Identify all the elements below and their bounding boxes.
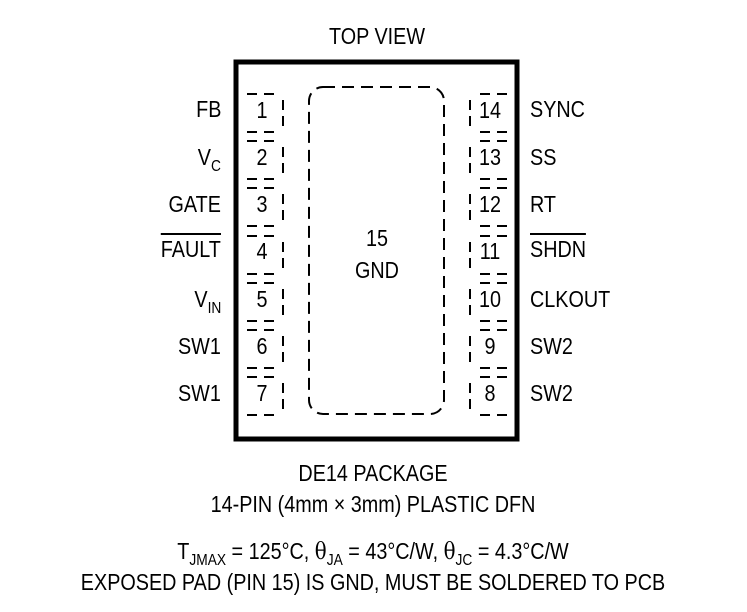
left-pin-pads: [247, 93, 284, 416]
pin-name-shdn: SHDN: [530, 233, 587, 262]
pin-name-sw2-a: SW2: [530, 333, 573, 359]
pin-number-7: 7: [256, 380, 268, 406]
pin-name-sw2-b: SW2: [530, 380, 573, 406]
pin-name-rt: RT: [530, 191, 557, 217]
thermal-specs: TJMAX = 125°C, θJA = 43°C/W, θJC = 4.3°C…: [177, 538, 569, 569]
pin-name-vin: VIN: [194, 286, 221, 317]
pin-number-9: 9: [484, 333, 496, 359]
pin-number-13: 13: [478, 144, 502, 170]
exposed-pad-outline: [308, 86, 445, 415]
pin-name-sw1-a: SW1: [178, 333, 221, 359]
pin-number-4: 4: [256, 238, 268, 264]
pin-name-gate: GATE: [168, 191, 221, 217]
pad-label: GND: [355, 257, 399, 283]
pin-number-14: 14: [478, 97, 502, 123]
pin-number-3: 3: [256, 191, 268, 217]
pin-number-12: 12: [478, 191, 502, 217]
package-outline: [233, 59, 520, 442]
pin-name-clkout: CLKOUT: [530, 286, 611, 312]
pin-number-2: 2: [256, 144, 268, 170]
pin-number-10: 10: [478, 286, 502, 312]
pin-number-6: 6: [256, 333, 268, 359]
view-title: TOP VIEW: [329, 23, 425, 49]
pin-name-fault: FAULT: [160, 233, 221, 262]
right-pin-pads: [469, 93, 507, 416]
pin-name-sw1-b: SW1: [178, 380, 221, 406]
pin-number-8: 8: [484, 380, 496, 406]
pin-name-sync: SYNC: [530, 96, 585, 122]
pin-name-fb: FB: [195, 96, 221, 122]
package-name: DE14 PACKAGE: [298, 460, 448, 486]
pin-number-11: 11: [479, 238, 501, 264]
pin-name-ss: SS: [530, 144, 557, 170]
pin-number-5: 5: [256, 286, 268, 312]
exposed-pad-note: EXPOSED PAD (PIN 15) IS GND, MUST BE SOL…: [80, 569, 666, 595]
package-description: 14-PIN (4mm × 3mm) PLASTIC DFN: [210, 491, 536, 517]
pin-name-vc: VC: [197, 144, 221, 175]
pad-number: 15: [365, 225, 389, 251]
pin-number-1: 1: [256, 97, 268, 123]
